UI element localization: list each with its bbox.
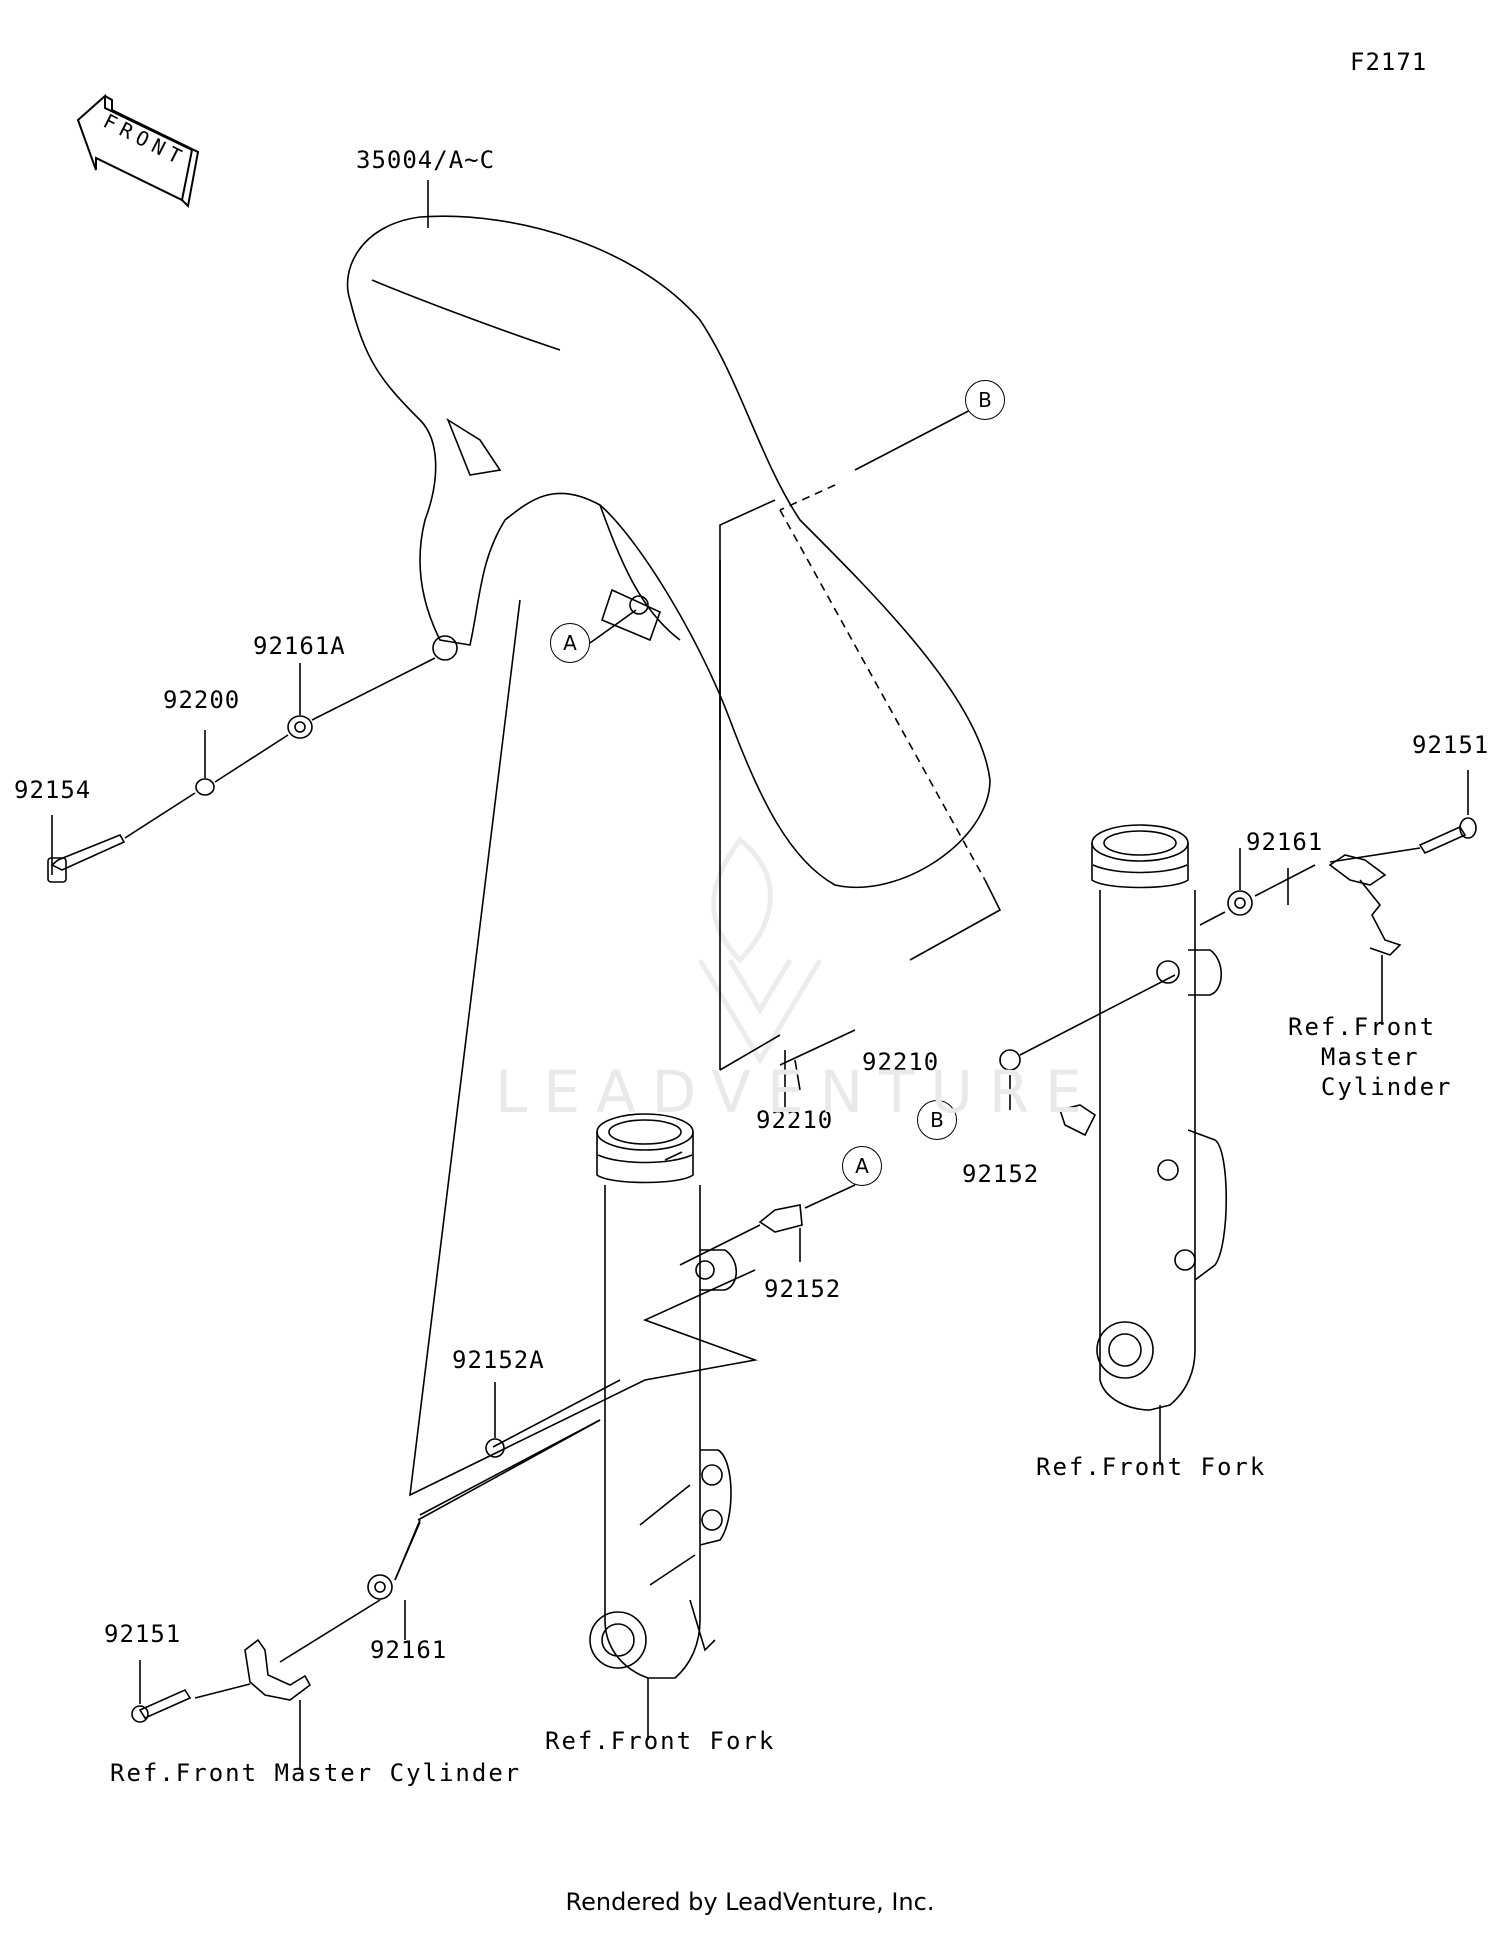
ref-front-master-cylinder-left: Ref.Front Master Cylinder <box>110 1759 522 1787</box>
part-label-35004: 35004/A~C <box>356 146 496 174</box>
part-label-92154: 92154 <box>14 776 92 804</box>
part-label-92152-right: 92152 <box>962 1160 1040 1188</box>
footer-credit: Rendered by LeadVenture, Inc. <box>565 1888 935 1916</box>
part-label-92210-center: 92210 <box>756 1106 834 1134</box>
part-label-92210-right: 92210 <box>862 1048 940 1076</box>
ref-front-master-cylinder-right: Ref.Front Master Cylinder <box>1288 1013 1453 1101</box>
part-label-92161-right: 92161 <box>1246 828 1324 856</box>
ref-front-fork-left: Ref.Front Fork <box>545 1727 776 1755</box>
part-label-92152-center: 92152 <box>764 1275 842 1303</box>
part-label-92152a: 92152A <box>452 1346 545 1374</box>
left-fork-tube <box>417 1113 761 1740</box>
ref-front-fork-right: Ref.Front Fork <box>1036 1453 1267 1481</box>
watermark-logo <box>697 836 823 1065</box>
part-label-92161a: 92161A <box>253 632 346 660</box>
callout-a-upper: A <box>550 623 590 663</box>
diagram-code: F2171 <box>1350 48 1428 76</box>
front-arrow-icon <box>76 93 200 209</box>
watermark-text: LEADVENTURE <box>495 1058 1098 1126</box>
right-fork-tube <box>1019 824 1228 1465</box>
callout-a-lower: A <box>842 1146 882 1186</box>
part-label-92151-right: 92151 <box>1412 731 1490 759</box>
callout-b-lower: B <box>917 1100 957 1140</box>
front-fender <box>346 215 1002 1071</box>
callout-b-upper: B <box>965 380 1005 420</box>
part-label-92200: 92200 <box>163 686 241 714</box>
part-label-92151-lower: 92151 <box>104 1620 182 1648</box>
left-bolt-assembly <box>47 657 436 883</box>
part-label-92161-lower: 92161 <box>370 1636 448 1664</box>
